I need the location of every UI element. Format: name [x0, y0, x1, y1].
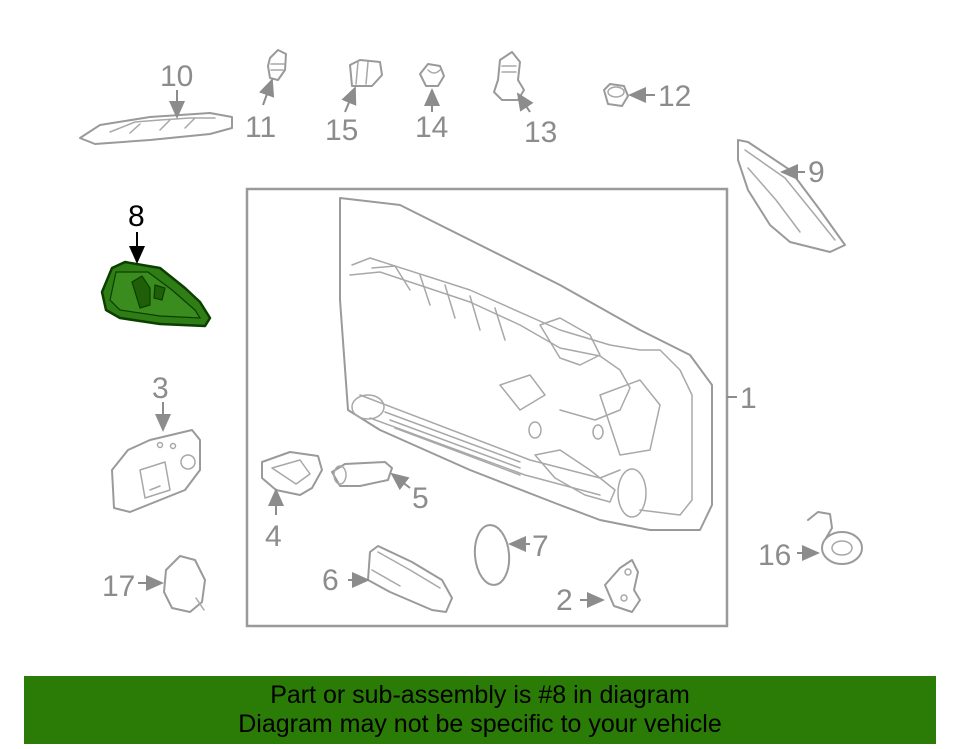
- callout-4: 4: [265, 520, 282, 553]
- parts-diagram: 1 8 10 11 15 14 13: [79, 49, 863, 628]
- part-3-switch-bezel[interactable]: [111, 429, 201, 513]
- part-6-pull-cup[interactable]: [367, 545, 453, 613]
- banner-line-2: Diagram may not be specific to your vehi…: [238, 710, 722, 738]
- callout-11: 11: [245, 111, 276, 144]
- part-17-cap[interactable]: [163, 555, 206, 613]
- part-13-push-pin[interactable]: [493, 51, 525, 101]
- part-11-clip[interactable]: [267, 49, 287, 81]
- callout-7: 7: [532, 530, 549, 563]
- part-1-door-trim-panel[interactable]: [245, 187, 729, 628]
- banner-line-1: Part or sub-assembly is #8 in diagram: [270, 681, 690, 709]
- part-4-handle-bracket[interactable]: [261, 451, 323, 496]
- part-8-inside-door-handle[interactable]: [100, 260, 212, 328]
- part-16-retainer-clip[interactable]: [807, 511, 863, 565]
- info-banner: Part or sub-assembly is #8 in diagram Di…: [24, 676, 936, 744]
- callout-17: 17: [102, 570, 135, 603]
- part-14-fastener[interactable]: [419, 63, 445, 87]
- part-2-bracket[interactable]: [604, 559, 641, 613]
- callout-3: 3: [152, 372, 169, 405]
- callout-5: 5: [412, 482, 429, 515]
- callout-14: 14: [415, 111, 448, 144]
- part-15-retainer[interactable]: [349, 59, 383, 87]
- part-12-grommet[interactable]: [603, 83, 629, 107]
- callout-15: 15: [325, 114, 358, 147]
- part-5-rod[interactable]: [331, 461, 393, 487]
- callout-1: 1: [740, 382, 757, 415]
- callout-12: 12: [658, 80, 691, 113]
- callout-2: 2: [556, 584, 573, 617]
- callout-6: 6: [322, 564, 339, 597]
- callout-10: 10: [160, 60, 193, 93]
- part-7-cover[interactable]: [472, 524, 511, 587]
- callout-9: 9: [808, 156, 825, 189]
- callout-8: 8: [128, 200, 145, 233]
- callout-13: 13: [524, 116, 557, 149]
- part-9-sail-trim[interactable]: [737, 139, 846, 253]
- callout-16: 16: [758, 539, 791, 572]
- part-10-armrest-trim[interactable]: [79, 112, 233, 145]
